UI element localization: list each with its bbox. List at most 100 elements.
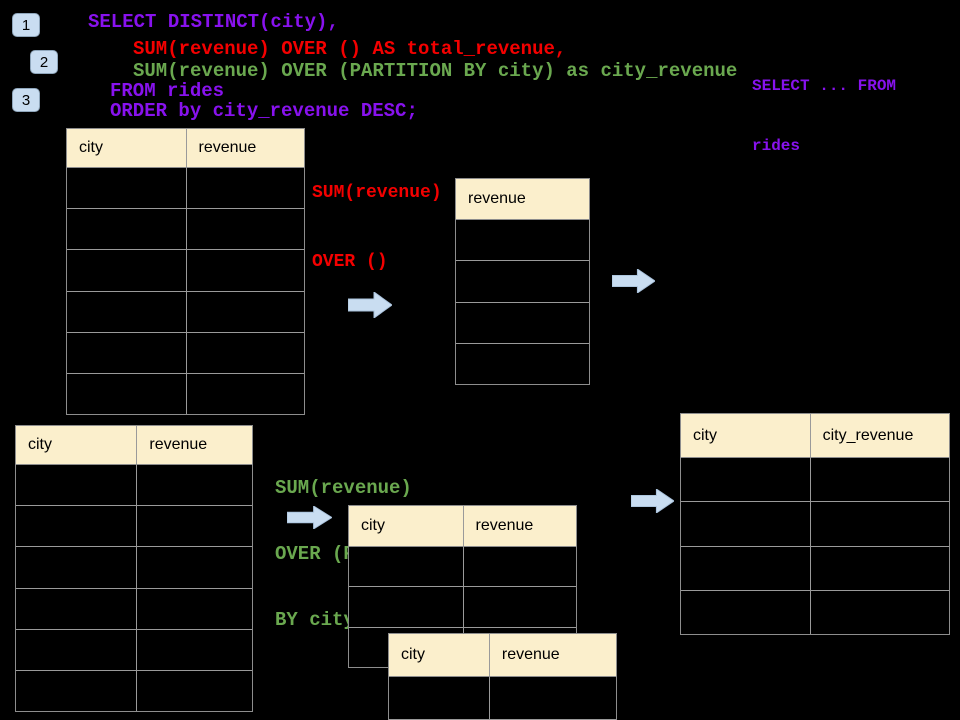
- empty-cell: [67, 292, 186, 332]
- column-header-revenue: revenue: [136, 426, 252, 464]
- table-row: [16, 465, 252, 506]
- table-header-row: city revenue: [389, 634, 616, 677]
- empty-cell: [809, 458, 949, 502]
- empty-cell: [136, 670, 252, 712]
- empty-cell: [681, 547, 810, 590]
- empty-cell: [488, 677, 616, 719]
- empty-cell: [67, 168, 186, 208]
- column-header-revenue: revenue: [468, 190, 526, 207]
- empty-cell: [185, 250, 305, 291]
- sql-line-city-revenue: SUM(revenue) OVER (PARTITION BY city) as…: [133, 60, 738, 82]
- column-header-city: city: [361, 517, 385, 534]
- column-header-city-revenue: city_revenue: [809, 414, 949, 457]
- column-header-revenue: revenue: [185, 129, 305, 167]
- empty-cell: [462, 547, 577, 587]
- table-row: [67, 290, 304, 332]
- table-header-row: city city_revenue: [681, 414, 949, 458]
- empty-cell: [16, 671, 136, 711]
- table-header-row: city revenue: [349, 506, 576, 547]
- annotation-partition-line-1: SUM(revenue): [275, 477, 412, 499]
- column-header-city: city: [401, 646, 425, 663]
- empty-cell: [809, 590, 949, 634]
- side-note-select-from-rides: SELECT ... FROM rides: [752, 36, 896, 196]
- table-header-row: revenue: [456, 179, 589, 220]
- table-rides-input-bottom: city revenue: [15, 425, 253, 712]
- empty-cell: [681, 458, 810, 501]
- table-row: [681, 458, 949, 502]
- empty-cell: [136, 506, 252, 547]
- table-row: [16, 587, 252, 629]
- right-arrow-icon: [348, 292, 392, 318]
- empty-cell: [456, 303, 589, 343]
- empty-cell: [681, 502, 810, 545]
- empty-cell: [136, 629, 252, 670]
- side-note-line-2: rides: [752, 137, 801, 155]
- column-header-city: city: [28, 436, 52, 453]
- empty-cell: [185, 373, 305, 415]
- empty-cell: [185, 332, 305, 373]
- empty-cell: [16, 589, 136, 629]
- sql-line-order-by: ORDER by city_revenue DESC;: [110, 100, 418, 122]
- empty-cell: [456, 344, 589, 384]
- table-row: [16, 505, 252, 547]
- empty-cell: [681, 591, 810, 634]
- table-row: [681, 589, 949, 634]
- empty-cell: [349, 587, 463, 626]
- table-row: [456, 301, 589, 343]
- empty-cell: [185, 209, 305, 250]
- sql-line-select: SELECT DISTINCT(city),: [88, 11, 339, 33]
- empty-cell: [349, 547, 463, 586]
- step-badge-1: 1: [12, 13, 40, 37]
- empty-cell: [67, 209, 186, 249]
- step-badge-2: 2: [30, 50, 58, 74]
- empty-cell: [16, 506, 136, 546]
- column-header-city: city: [693, 426, 717, 444]
- empty-cell: [67, 374, 186, 414]
- table-city-revenue-result: city city_revenue: [680, 413, 950, 635]
- table-row: [456, 220, 589, 260]
- right-arrow-icon: [631, 489, 674, 513]
- empty-cell: [67, 333, 186, 373]
- empty-cell: [389, 677, 489, 719]
- column-header-revenue: revenue: [488, 634, 616, 676]
- table-row: [389, 677, 616, 719]
- table-row: [349, 586, 577, 627]
- empty-cell: [16, 465, 136, 505]
- empty-cell: [16, 630, 136, 670]
- table-rides-input-top: city revenue: [66, 128, 305, 415]
- table-row: [456, 260, 589, 301]
- empty-cell: [809, 546, 949, 590]
- side-note-line-1: SELECT ... FROM: [752, 77, 897, 95]
- table-partition-overlay: city revenue: [388, 633, 617, 720]
- empty-cell: [462, 587, 577, 627]
- table-row: [16, 669, 252, 712]
- annotation-total-revenue: SUM(revenue) OVER (): [312, 136, 442, 320]
- table-row: [681, 501, 949, 546]
- table-row: [67, 331, 305, 373]
- column-header-city: city: [79, 139, 103, 156]
- empty-cell: [136, 465, 252, 506]
- empty-cell: [136, 588, 252, 629]
- table-row: [16, 628, 252, 670]
- sql-line-total-revenue: SUM(revenue) OVER () AS total_revenue,: [133, 38, 567, 60]
- empty-cell: [67, 250, 186, 290]
- table-header-row: city revenue: [67, 129, 304, 168]
- empty-cell: [185, 168, 305, 209]
- empty-cell: [809, 502, 949, 546]
- table-row: [67, 372, 305, 415]
- sql-line-from: FROM rides: [110, 80, 225, 102]
- table-row: [67, 249, 305, 291]
- table-row: [67, 168, 305, 209]
- empty-cell: [16, 547, 136, 587]
- step-badge-3: 3: [12, 88, 40, 112]
- table-row: [16, 546, 252, 588]
- column-header-revenue: revenue: [462, 506, 577, 546]
- empty-cell: [456, 261, 589, 301]
- table-row: [67, 208, 305, 250]
- table-row: [681, 545, 949, 590]
- table-header-row: city revenue: [16, 426, 252, 465]
- annotation-total-line-1: SUM(revenue): [312, 183, 442, 203]
- annotation-total-line-2: OVER (): [312, 252, 388, 272]
- table-total-revenue: revenue: [455, 178, 590, 385]
